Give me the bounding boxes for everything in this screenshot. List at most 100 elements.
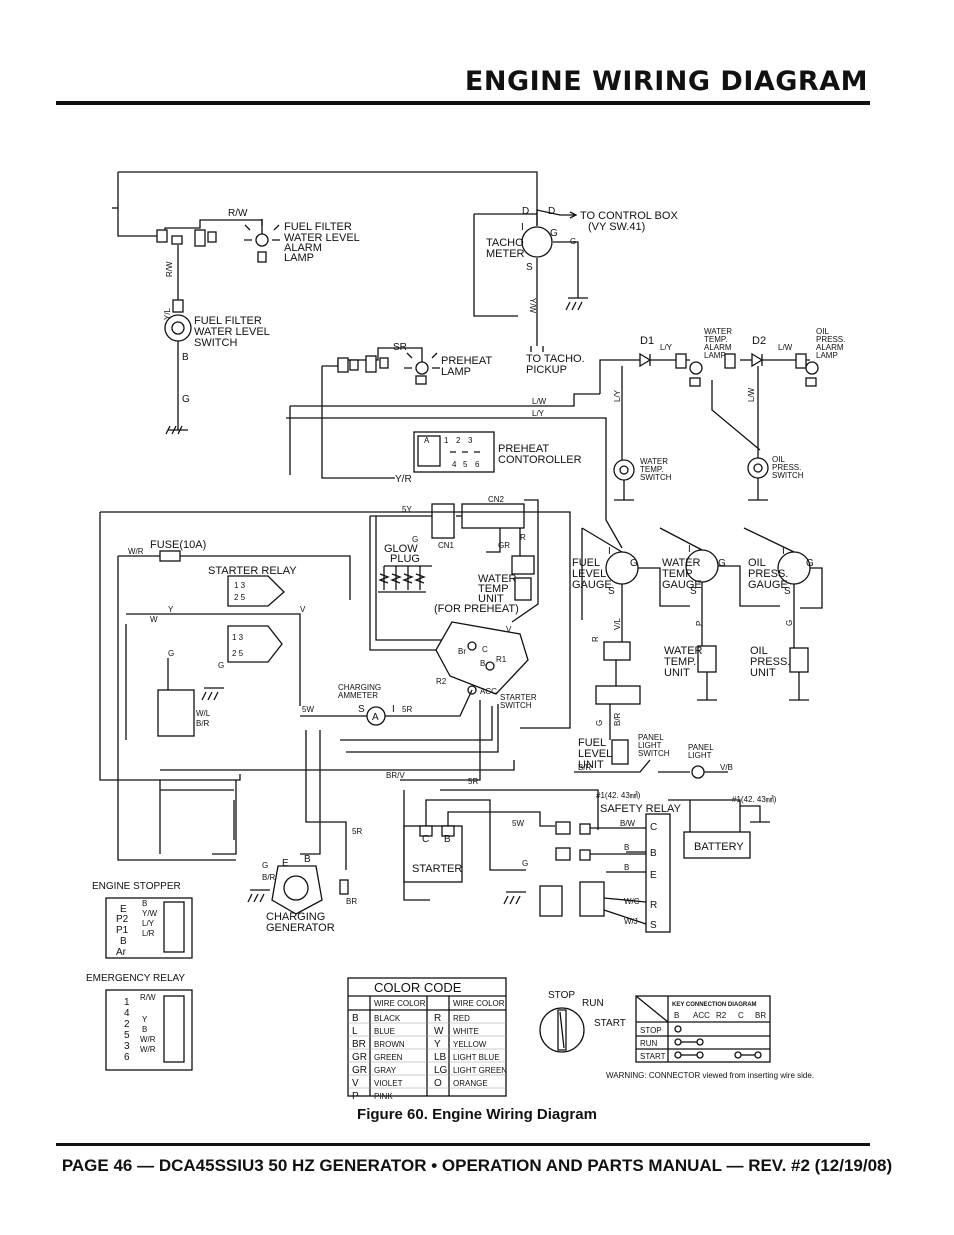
svg-text:START: START bbox=[594, 1018, 626, 1029]
svg-text:G: G bbox=[168, 649, 174, 658]
svg-text:TO CONTROL BOX: TO CONTROL BOX bbox=[580, 210, 678, 222]
svg-text:B: B bbox=[142, 899, 147, 908]
svg-text:G: G bbox=[785, 620, 794, 626]
svg-text:B: B bbox=[120, 936, 127, 947]
svg-text:PRESS.: PRESS. bbox=[748, 568, 788, 580]
svg-text:W: W bbox=[150, 615, 158, 624]
gauges: I G S I G S I G S FUEL LEVEL GAUGE WATER… bbox=[572, 527, 823, 650]
svg-text:Y: Y bbox=[168, 605, 174, 614]
svg-text:B/R: B/R bbox=[262, 873, 276, 882]
svg-text:D2: D2 bbox=[752, 335, 766, 347]
svg-text:PRESS.: PRESS. bbox=[816, 335, 845, 344]
svg-text:W/J: W/J bbox=[624, 917, 638, 926]
svg-text:STOP: STOP bbox=[548, 990, 575, 1001]
signal-bus: L/W L/Y L/Y L/W bbox=[286, 366, 761, 549]
svg-text:W/R: W/R bbox=[128, 547, 144, 556]
svg-text:E: E bbox=[282, 858, 289, 869]
svg-text:5W: 5W bbox=[512, 819, 524, 828]
svg-text:V/B: V/B bbox=[720, 763, 733, 772]
color-code-cell: BROWN bbox=[374, 1040, 405, 1049]
svg-text:CN2: CN2 bbox=[488, 495, 505, 504]
svg-text:6: 6 bbox=[475, 460, 480, 469]
color-code-cell: BLUE bbox=[374, 1027, 395, 1036]
svg-text:P2: P2 bbox=[116, 914, 129, 925]
svg-text:G: G bbox=[218, 661, 224, 670]
svg-text:2: 2 bbox=[124, 1019, 130, 1030]
svg-text:ENGINE STOPPER: ENGINE STOPPER bbox=[92, 881, 181, 892]
color-code-cell: Y bbox=[434, 1039, 441, 1050]
svg-text:E: E bbox=[650, 870, 657, 881]
svg-text:L/Y: L/Y bbox=[660, 343, 673, 352]
svg-text:OIL: OIL bbox=[816, 327, 829, 336]
color-code-cell: GR bbox=[352, 1065, 367, 1076]
glow-plugs: GLOW PLUG bbox=[378, 543, 432, 593]
svg-text:BR: BR bbox=[346, 897, 357, 906]
wire-label: B bbox=[182, 352, 189, 363]
color-code-cell: YELLOW bbox=[453, 1040, 487, 1049]
svg-text:RUN: RUN bbox=[582, 998, 604, 1009]
color-code-cell: LG bbox=[434, 1065, 448, 1076]
svg-text:#1(42. 43㎟): #1(42. 43㎟) bbox=[732, 795, 777, 804]
svg-text:1: 1 bbox=[124, 997, 130, 1008]
svg-text:S: S bbox=[650, 920, 657, 931]
svg-text:G: G bbox=[595, 720, 604, 726]
page-title: ENGINE WIRING DIAGRAM bbox=[464, 66, 868, 97]
color-code-cell: GR bbox=[352, 1052, 367, 1063]
svg-text:ALARM: ALARM bbox=[284, 242, 322, 254]
svg-text:5R: 5R bbox=[352, 827, 362, 836]
svg-text:L/Y: L/Y bbox=[532, 409, 545, 418]
svg-text:SWITCH: SWITCH bbox=[500, 701, 532, 710]
water-temp-unit-preheat: WATER TEMP UNIT (FOR PREHEAT) bbox=[434, 555, 535, 615]
color-code-cell: GRAY bbox=[374, 1066, 397, 1075]
svg-text:2: 2 bbox=[456, 436, 461, 445]
svg-text:R/W: R/W bbox=[140, 993, 156, 1002]
wire-label: R/W bbox=[228, 208, 248, 219]
wire-label: Y/L bbox=[163, 307, 172, 320]
svg-text:WATER: WATER bbox=[664, 645, 703, 657]
color-code-cell: W bbox=[434, 1026, 444, 1037]
svg-text:E: E bbox=[120, 904, 127, 915]
svg-text:TEMP.: TEMP. bbox=[640, 465, 663, 474]
svg-text:W/R: W/R bbox=[140, 1045, 156, 1054]
color-code-cell: RED bbox=[453, 1014, 470, 1023]
key-connection-column: BR bbox=[755, 1011, 766, 1020]
svg-text:3: 3 bbox=[468, 436, 473, 445]
svg-text:S: S bbox=[526, 262, 533, 273]
svg-text:GAUGE: GAUGE bbox=[662, 579, 702, 591]
svg-text:GENERATOR: GENERATOR bbox=[266, 922, 335, 934]
svg-text:LEVEL: LEVEL bbox=[578, 748, 612, 760]
color-code-cell: L bbox=[352, 1026, 358, 1037]
svg-text:R: R bbox=[520, 533, 526, 542]
oil-press-switch: OIL PRESS. SWITCH bbox=[747, 455, 804, 501]
lower-harness: BR/V 5R 5R bbox=[99, 511, 599, 901]
svg-text:BATTERY: BATTERY bbox=[694, 841, 744, 853]
svg-text:FUSE(10A): FUSE(10A) bbox=[150, 539, 206, 551]
svg-text:FUEL FILTER: FUEL FILTER bbox=[194, 315, 262, 327]
svg-text:(FOR PREHEAT): (FOR PREHEAT) bbox=[434, 603, 519, 615]
svg-text:Ar: Ar bbox=[116, 947, 127, 958]
svg-text:D1: D1 bbox=[640, 335, 654, 347]
svg-text:W/C: W/C bbox=[624, 897, 640, 906]
color-code-cell: ORANGE bbox=[453, 1079, 488, 1088]
svg-text:P1: P1 bbox=[116, 925, 129, 936]
svg-text:2 5: 2 5 bbox=[232, 649, 244, 658]
svg-text:G: G bbox=[806, 558, 814, 569]
svg-text:I: I bbox=[521, 222, 524, 233]
charging-generator: E B G B/R CHARGING GENERATOR BR bbox=[247, 854, 357, 934]
svg-text:WIRE COLOR: WIRE COLOR bbox=[453, 999, 505, 1008]
panel-light: B/R V/B PANEL LIGHT SWITCH PANEL LIGHT bbox=[574, 733, 733, 779]
svg-text:STARTER: STARTER bbox=[412, 863, 462, 875]
battery: BATTERY #1(42. 43㎟) #1(42. 43㎟) bbox=[596, 791, 777, 859]
svg-text:METER: METER bbox=[486, 248, 525, 260]
svg-text:L/W: L/W bbox=[747, 387, 756, 402]
key-connection-column: R2 bbox=[716, 1011, 727, 1020]
svg-text:CHARGING: CHARGING bbox=[266, 911, 325, 923]
svg-text:WATER: WATER bbox=[704, 327, 732, 336]
svg-text:P: P bbox=[695, 621, 704, 626]
svg-text:UNIT: UNIT bbox=[664, 667, 690, 679]
svg-text:GLOW: GLOW bbox=[384, 543, 418, 555]
svg-text:5R: 5R bbox=[402, 705, 412, 714]
